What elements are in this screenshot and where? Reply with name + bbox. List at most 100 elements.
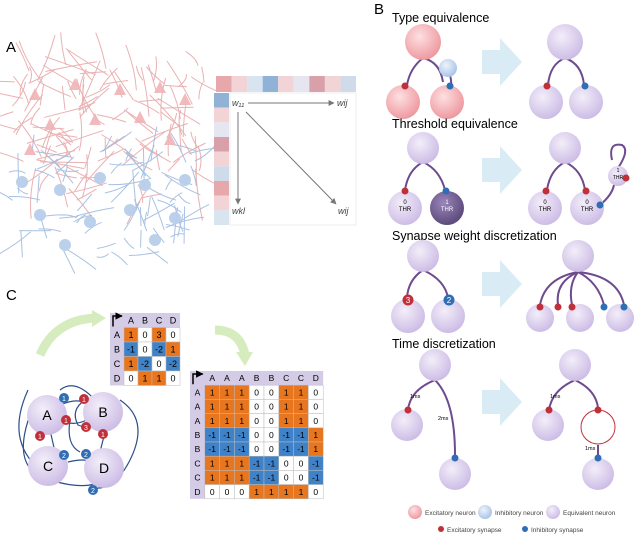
cortex-illustration (0, 32, 226, 274)
matrix-cell-value: -1 (208, 430, 216, 440)
strip-top-cell (324, 76, 341, 92)
matrix-cell-value: 0 (156, 359, 161, 369)
matrix-col-header: A (128, 315, 134, 325)
matrix-cell-value: -2 (169, 359, 177, 369)
synapse-weight-before: 3 2 (391, 240, 465, 333)
matrix-cell-value: 0 (299, 458, 304, 468)
synapse-weight-after (526, 240, 634, 332)
matrix-cell-value: 0 (284, 473, 289, 483)
matrix-cell-value: 1 (225, 416, 230, 426)
type-equivalence-after (529, 24, 603, 119)
strip-left-cell (214, 122, 229, 137)
matrix-row-header: C (194, 473, 200, 483)
matrix-cell-value: 1 (210, 416, 215, 426)
green-arrow-1 (35, 313, 96, 357)
matrix-cell-value: 1 (254, 487, 259, 497)
svg-text:1ms: 1ms (550, 394, 561, 400)
matrix-cell-value: -1 (297, 430, 305, 440)
strip-top-cell (262, 76, 279, 92)
matrix-cell (165, 370, 181, 386)
matrix-cell-value: -2 (141, 359, 149, 369)
graph-node-d-label: D (99, 460, 109, 476)
matrix-col-header: B (269, 373, 275, 383)
legend-inhibitory-synapse-icon (522, 526, 528, 532)
matrix-cell-value: 0 (313, 402, 318, 412)
matrix-cell-value: -2 (155, 344, 163, 354)
legend-excitatory-neuron-icon (408, 505, 422, 519)
transform-arrow-4 (482, 378, 522, 426)
matrix-cell-value: 0 (254, 416, 259, 426)
matrix-corner-arrow-icon (112, 312, 123, 327)
matrix-cell-value: 0 (269, 416, 274, 426)
section-title-synapse-weight: Synapse weight discretization (392, 229, 557, 243)
matrix-cell-value: 0 (313, 487, 318, 497)
matrix-cell-value: 1 (239, 458, 244, 468)
matrix-row-header: A (195, 387, 201, 397)
matrix-cell-value: 0 (128, 373, 133, 383)
svg-text:2: 2 (91, 488, 95, 495)
panel-a-label: A (6, 39, 16, 56)
strip-left-cell (214, 151, 229, 167)
matrix-cell-value: 0 (299, 473, 304, 483)
strip-left-cell (214, 107, 229, 123)
svg-text:1ms: 1ms (585, 446, 596, 452)
matrix-cell-value: 1 (313, 430, 318, 440)
svg-text:1: 1 (82, 397, 86, 404)
edge-weight-3: 1 (61, 415, 71, 425)
matrix-cell-value: 1 (299, 402, 304, 412)
matrix-cell-value: -1 (312, 473, 320, 483)
strip-top-cell (309, 76, 325, 92)
matrix-row-header: B (195, 444, 201, 454)
matrix-cell-value: 0 (254, 430, 259, 440)
edge-weight-5: 1 (35, 431, 45, 441)
matrix-cell-value: -1 (268, 458, 276, 468)
matrix-col-header: A (209, 373, 215, 383)
matrix-cell-value: 0 (284, 458, 289, 468)
edge-weight-8: 2 (81, 449, 91, 459)
strip-top-cell (340, 76, 356, 92)
matrix-cell-value: 1 (299, 387, 304, 397)
matrix-cell-value: -1 (253, 458, 261, 468)
matrix-cell-value: 1 (156, 373, 161, 383)
matrix-cell-value: 1 (225, 387, 230, 397)
matrix-cell-value: -1 (282, 430, 290, 440)
matrix-cell-value: 1 (210, 458, 215, 468)
matrix-cell-value: 1 (210, 387, 215, 397)
matrix-col-header: C (298, 373, 304, 383)
wkl-label: wkl (232, 206, 246, 216)
graph-node-c-label: C (43, 458, 53, 474)
graph-node-b (83, 392, 123, 432)
matrix-row-header: D (194, 487, 200, 497)
matrix-row-header: B (195, 430, 201, 440)
matrix-cell-value: 1 (225, 402, 230, 412)
matrix-cell-value: 1 (128, 330, 133, 340)
time-discretization-before: 1ms 2ms (391, 349, 471, 490)
graph-node-c (28, 446, 68, 486)
matrix-cell-value: 0 (254, 444, 259, 454)
matrix-cell-value: 0 (269, 430, 274, 440)
matrix-cell-value: 1 (225, 473, 230, 483)
strip-left-cell (214, 210, 229, 225)
matrix-cell-value: 0 (210, 487, 215, 497)
edge-weight-9: 2 (88, 485, 98, 495)
matrix-cell-value: 1 (299, 416, 304, 426)
weight-matrix-illustration: w₁₁ wij wkl wij (214, 76, 357, 226)
matrix-cell-value: 0 (225, 487, 230, 497)
matrix-cell-value: 0 (313, 416, 318, 426)
matrix-col-header: A (239, 373, 245, 383)
matrix-col-header: B (254, 373, 260, 383)
svg-text:1: 1 (64, 418, 68, 425)
matrix-cell-value: 1 (239, 402, 244, 412)
svg-text:3: 3 (84, 425, 88, 432)
matrix-cell-value: 1 (284, 387, 289, 397)
graph-node-a-label: A (42, 407, 52, 423)
legend-inhibitory-neuron-icon (478, 505, 492, 519)
matrix-cell-value: -1 (312, 458, 320, 468)
matrix-cell-value: 0 (170, 330, 175, 340)
matrix-cell-value: 1 (239, 387, 244, 397)
graph-node-b-label: B (98, 404, 107, 420)
matrix-cell-value: 1 (239, 416, 244, 426)
